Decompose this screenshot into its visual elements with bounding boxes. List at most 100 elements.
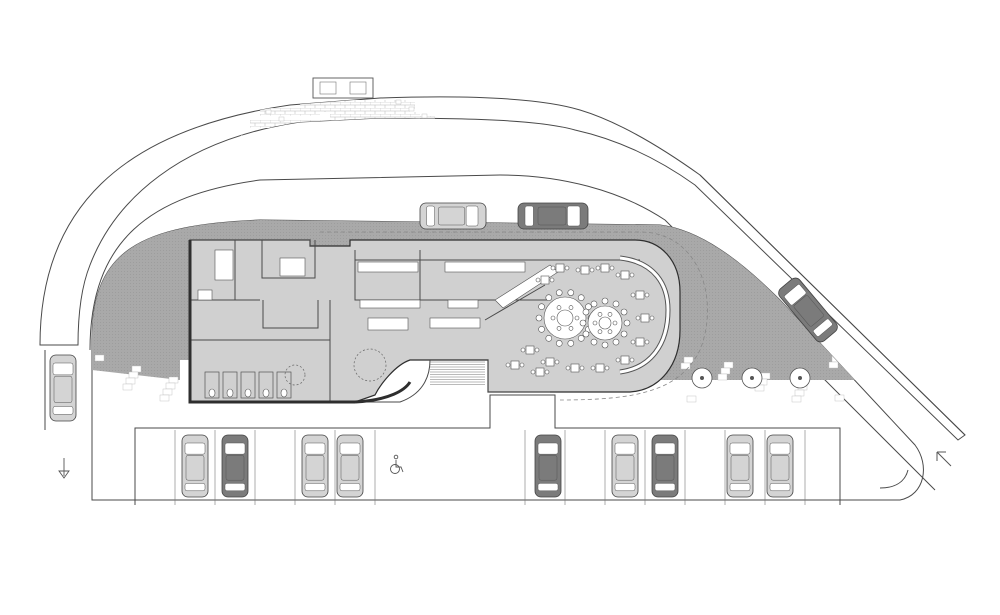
wc-cubicle: [240, 371, 256, 399]
chair: [556, 326, 562, 331]
parking-area: [134, 394, 909, 505]
rear-window: [339, 483, 361, 492]
windshield: [184, 442, 206, 455]
exterior-wall: [188, 240, 355, 404]
small-table: [570, 363, 580, 373]
rear-window: [304, 483, 326, 492]
small-table: [620, 355, 630, 365]
windshield: [224, 442, 246, 455]
kitchen-equipment: [367, 317, 409, 331]
paving-tile: [291, 123, 298, 129]
chair: [549, 277, 555, 283]
tree-trunk: [700, 376, 704, 380]
paving-tile: [239, 96, 246, 101]
paving-tile: [252, 102, 259, 108]
chair: [592, 320, 598, 326]
paving-tile: [94, 354, 105, 362]
paving-patch: [330, 112, 420, 122]
car: [336, 434, 364, 498]
chair: [604, 365, 610, 371]
chair: [579, 365, 585, 371]
paving-patch: [250, 120, 340, 128]
paving-tile: [723, 361, 734, 369]
chair: [545, 294, 553, 301]
toilet: [280, 388, 288, 398]
chair: [579, 319, 587, 327]
chair: [530, 369, 536, 375]
windshield: [784, 284, 807, 306]
curved-facade: [354, 381, 412, 404]
windshield: [465, 205, 479, 227]
chair: [574, 315, 580, 321]
parked-cars: [49, 202, 838, 498]
small-table: [635, 337, 645, 347]
canopy-outline: [320, 231, 708, 401]
roof: [615, 455, 635, 481]
chair: [538, 303, 545, 311]
chair: [519, 362, 525, 368]
rear-window: [614, 483, 636, 492]
paving-patch: [272, 156, 372, 164]
paving-tile: [865, 372, 876, 380]
small-table: [555, 263, 565, 273]
paving-tile: [717, 373, 728, 381]
paving-tile: [278, 116, 285, 122]
rear-window: [524, 205, 534, 227]
paving-tile: [265, 109, 272, 115]
roof: [538, 455, 558, 481]
interior-wall: [189, 240, 431, 403]
kitchen-equipment: [197, 289, 213, 301]
chair: [620, 308, 628, 316]
chair: [565, 365, 571, 371]
chair: [540, 359, 546, 365]
paving-patch: [262, 144, 367, 152]
small-table: [635, 290, 645, 300]
paving-patch: [260, 108, 320, 116]
parking-edge: [134, 394, 841, 505]
chair: [544, 369, 550, 375]
rear-window: [729, 483, 751, 492]
round-table: [598, 316, 612, 330]
car: [181, 434, 209, 498]
paving-tile: [834, 394, 845, 402]
chair: [612, 320, 618, 326]
paving-patch: [255, 132, 355, 140]
car: [534, 434, 562, 498]
paving-tile: [828, 361, 839, 369]
wc-cubicle: [222, 371, 238, 399]
kitchen-equipment: [444, 261, 526, 273]
small-table: [600, 263, 610, 273]
car: [778, 277, 838, 343]
chair: [585, 303, 592, 311]
paving-tile: [330, 144, 337, 150]
car: [611, 434, 639, 498]
chair: [644, 292, 650, 298]
tree-trunk: [750, 376, 754, 380]
small-table: [640, 313, 650, 323]
paving-tile: [447, 127, 454, 133]
paving-tile: [292, 162, 299, 168]
wc-cubicle: [276, 371, 292, 399]
paving-tile: [868, 366, 879, 374]
paving-tile: [168, 376, 179, 384]
chair: [550, 265, 556, 271]
chair: [554, 359, 560, 365]
wheelchair-icon: [390, 454, 404, 474]
rear-window: [224, 483, 246, 492]
roof: [655, 455, 675, 481]
car: [517, 202, 589, 230]
chair: [612, 300, 620, 308]
chair: [568, 305, 574, 310]
car: [419, 202, 487, 230]
windshield: [339, 442, 361, 455]
rear-window: [184, 483, 206, 492]
chair: [595, 265, 601, 271]
car: [651, 434, 679, 498]
small-table: [545, 357, 555, 367]
interior-wall: [487, 360, 550, 393]
banquette-cushion: [619, 256, 670, 374]
paving-tile: [791, 395, 802, 403]
tree-row: [691, 367, 811, 389]
roof: [53, 375, 73, 403]
paving-tile: [279, 155, 286, 161]
